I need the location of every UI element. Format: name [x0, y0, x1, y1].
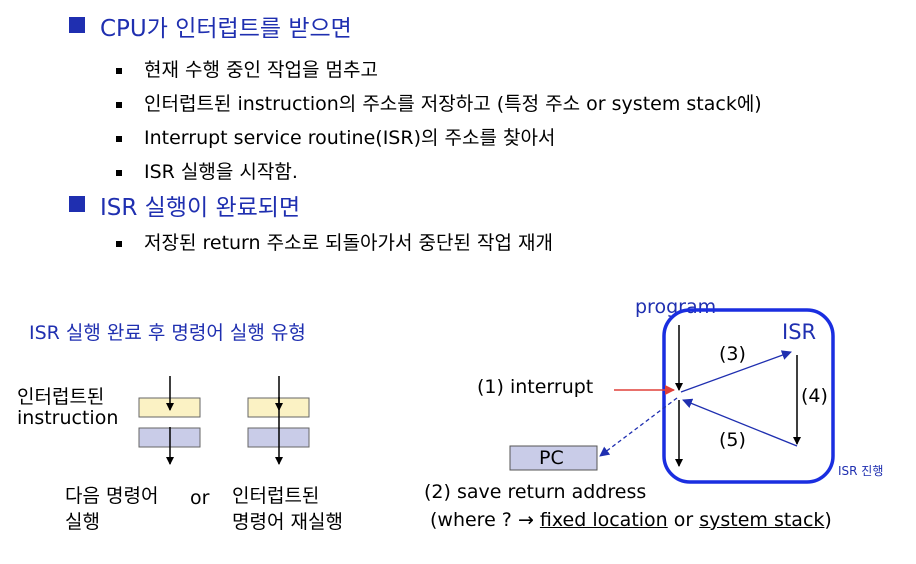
bullet-dot: [116, 68, 122, 74]
bullet-item: 현재 수행 중인 작업을 멈추고: [144, 59, 378, 81]
or-text: or: [667, 509, 700, 531]
label-next-1: 다음 명령어: [65, 485, 159, 507]
fixed-location: fixed location: [539, 509, 668, 531]
label-interrupted-1: 인터럽트된: [17, 386, 105, 408]
return-from-isr-arrow: [682, 398, 798, 447]
save-pc-arrow: [599, 397, 678, 457]
left-diagram-title: ISR 실행 완료 후 명령어 실행 유형: [29, 322, 306, 344]
where-prefix: (where ?: [430, 509, 518, 531]
arrow-glyph-icon: →: [517, 509, 534, 531]
bullet-heading-1: CPU가 인터럽트를 받으면: [100, 16, 352, 42]
isr-frame: [662, 308, 835, 484]
jump-to-isr-arrow: [680, 350, 792, 393]
bullet-item: 인터럽트된 instruction의 주소를 저장하고 (특정 주소 or sy…: [144, 93, 762, 115]
interrupt-label: (1) interrupt: [477, 376, 594, 398]
bullet-dot: [116, 241, 122, 247]
step-3-label: (3): [719, 343, 746, 365]
label-reexec-1: 인터럽트된: [232, 485, 320, 507]
label-reexec-2: 명령어 재실행: [232, 511, 343, 533]
isr-progress-label: ISR 진행: [838, 464, 884, 478]
bullet-square: [69, 17, 85, 33]
step-4-label: (4): [801, 385, 828, 407]
bullet-item: ISR 실행을 시작함.: [144, 161, 298, 183]
label-next-2: 실행: [65, 511, 100, 533]
where-suffix: ): [824, 509, 832, 531]
bullet-item: Interrupt service routine(ISR)의 주소를 찾아서: [144, 127, 556, 149]
bullet-dot: [116, 170, 122, 176]
isr-label: ISR: [782, 320, 817, 344]
pc-label: PC: [539, 447, 564, 469]
label-interrupted-2: instruction: [17, 407, 119, 429]
pc-box: [509, 445, 598, 471]
step-5-label: (5): [719, 429, 746, 451]
where-label: (where ? → fixed location or system stac…: [430, 509, 832, 531]
bullet-item: 저장된 return 주소로 되돌아가서 중단된 작업 재개: [144, 232, 553, 254]
save-return-label: (2) save return address: [424, 481, 647, 503]
system-stack: system stack: [699, 509, 825, 531]
or-label: or: [190, 487, 210, 509]
bullet-dot: [116, 136, 122, 142]
bullet-square: [69, 196, 85, 212]
bullet-dot: [116, 102, 122, 108]
program-label: program: [635, 296, 717, 318]
bullet-heading-2: ISR 실행이 완료되면: [100, 195, 301, 221]
